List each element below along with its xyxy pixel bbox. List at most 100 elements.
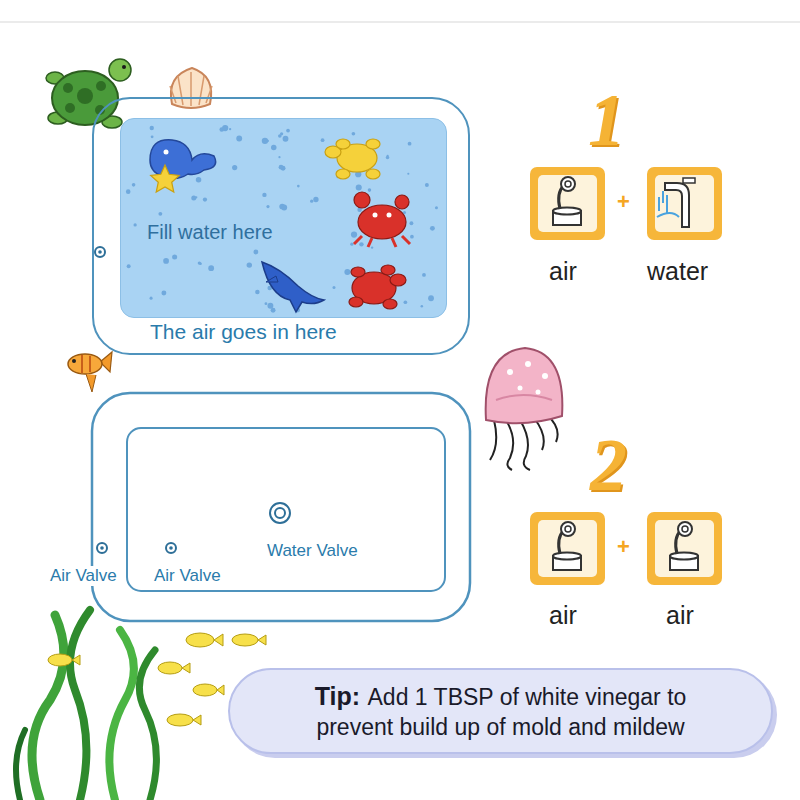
- bubble-dot: [163, 258, 169, 264]
- bubble-dot: [160, 168, 164, 172]
- bubble-dot: [161, 291, 166, 296]
- step-item-label: air: [549, 257, 577, 286]
- bubble-dot: [355, 171, 361, 177]
- bubble-dot: [332, 286, 335, 289]
- bubble-dot: [172, 254, 177, 259]
- bubble-dot: [386, 206, 388, 208]
- fish-figure: [68, 352, 112, 392]
- bubble-dot: [271, 308, 276, 313]
- bubble-dot: [150, 297, 153, 300]
- bubble-dot: [351, 231, 357, 237]
- bubble-dot: [281, 205, 287, 211]
- tip-body: Add 1 TBSP of white vinegar to prevent b…: [316, 684, 686, 740]
- seahorse-figure: [150, 140, 216, 179]
- bubble-dot: [158, 212, 162, 216]
- bubble-dot: [280, 132, 283, 135]
- bubble-dot: [357, 208, 361, 212]
- mat-top-view: The air goes in here Fill water here: [92, 97, 470, 355]
- tip-pill: Tip:Add 1 TBSP of white vinegar to preve…: [228, 668, 773, 754]
- bubble-dot: [421, 305, 424, 308]
- water-chamber: Fill water here: [120, 118, 447, 318]
- bubble-dot: [428, 295, 434, 301]
- valve-label: Air Valve: [48, 566, 119, 586]
- bubble-dot: [330, 148, 333, 151]
- bubble-dot: [132, 183, 136, 187]
- bubble-dot: [191, 195, 196, 200]
- bubble-dot: [321, 138, 325, 142]
- water-fill-label: Fill water here: [147, 221, 273, 244]
- text-group: Tip:Add 1 TBSP of white vinegar to preve…: [278, 680, 723, 743]
- bubble-dot: [356, 184, 362, 190]
- bubble-dot: [266, 205, 269, 208]
- bubble-dot: [126, 189, 131, 194]
- bubble-dot: [236, 136, 242, 142]
- air-valve-icon: [530, 167, 605, 240]
- bubble-dot: [267, 140, 269, 142]
- bubble-dot: [150, 126, 154, 130]
- bubble-dot: [267, 286, 272, 291]
- bubble-dot: [151, 135, 154, 138]
- air-valve-icon: [647, 512, 722, 585]
- bubble-dot: [222, 125, 228, 131]
- step-item-label: air: [549, 601, 577, 630]
- bubble-dot: [265, 302, 268, 305]
- bubble-dot: [151, 153, 155, 157]
- bubble-dot: [286, 129, 290, 133]
- bubble-dot: [271, 145, 276, 150]
- bubble-dot: [229, 128, 231, 130]
- seaweed-figure: [16, 610, 156, 800]
- bubble-dot: [408, 142, 412, 146]
- bubble-dot: [255, 290, 260, 295]
- bubble-dot: [368, 188, 372, 192]
- bubble-dot: [336, 175, 339, 178]
- bubble-dot: [267, 303, 273, 309]
- bubble-dot: [281, 166, 286, 171]
- bubble-dot: [297, 185, 300, 188]
- tip-heading: Tip:: [315, 682, 360, 710]
- bubble-dot: [310, 200, 313, 203]
- air-valve-symbol: [95, 247, 105, 257]
- bubble-dot: [350, 243, 353, 246]
- bubble-dot: [371, 246, 373, 248]
- bubble-dot: [410, 235, 414, 239]
- mat-bottom-view: [92, 393, 470, 621]
- bubble-dot: [407, 173, 409, 175]
- bubble-dot: [281, 292, 286, 297]
- bubble-dot: [196, 177, 201, 182]
- bubble-dot: [313, 197, 318, 202]
- bubble-dot: [435, 206, 438, 209]
- bubble-dot: [198, 261, 201, 264]
- bubble-dot: [279, 204, 285, 210]
- bubble-dot: [278, 134, 282, 138]
- bubble-dot: [247, 262, 252, 267]
- bubble-dot: [404, 300, 408, 304]
- bubble-dot: [403, 211, 406, 214]
- bubble-dot: [168, 154, 170, 156]
- air-valve-icon: [530, 512, 605, 585]
- bubble-dot: [262, 193, 266, 197]
- jellyfish-figure: [486, 348, 563, 470]
- bubble-dot: [430, 226, 435, 231]
- bubble-dot: [352, 132, 356, 136]
- step-item-label: water: [647, 257, 708, 286]
- air-inlet-label: The air goes in here: [150, 320, 337, 344]
- step-number: 2: [590, 423, 627, 508]
- dolphin-figure: [262, 262, 324, 312]
- step-item-label: air: [666, 601, 694, 630]
- red-turtle-figure: [349, 265, 406, 309]
- plus-sign: +: [617, 534, 630, 559]
- bubble-dot: [127, 264, 131, 268]
- bubble-dot: [199, 262, 202, 265]
- turtle-figure: [46, 59, 131, 128]
- bubble-dot: [203, 197, 207, 201]
- valve-label: Water Valve: [265, 541, 360, 561]
- water-tap-icon: [647, 167, 722, 240]
- frame-line: [0, 21, 800, 23]
- bubble-dot: [387, 155, 389, 157]
- bubble-dot: [177, 159, 181, 163]
- bubble-dot: [386, 156, 390, 160]
- bubble-dot: [134, 223, 137, 226]
